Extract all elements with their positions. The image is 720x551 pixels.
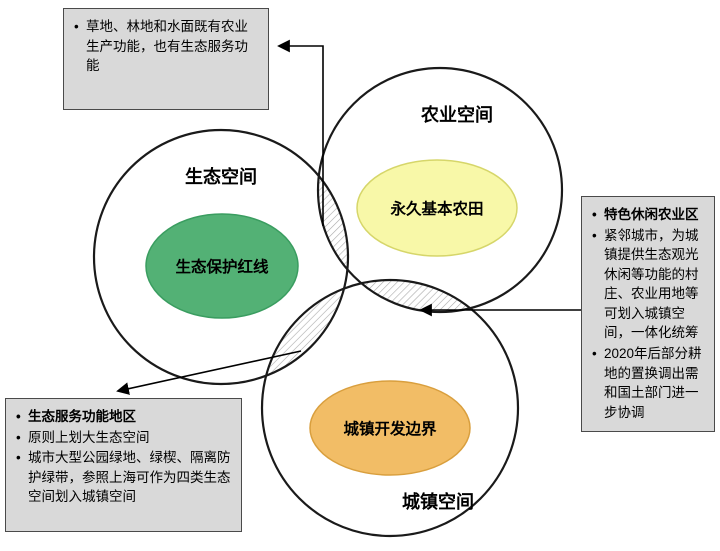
permanent-farmland-ellipse — [356, 159, 518, 257]
callout-item: 2020年后部分耕地的置换调出需和国土部门进一步协调 — [591, 344, 705, 422]
ecological-space-circle — [92, 128, 350, 386]
callout-item: 城市大型公园绿地、绿楔、隔离防护绿带，参照上海可作为四类生态空间划入城镇空间 — [15, 448, 232, 507]
callout-agri-urban-overlap: 特色休闲农业区 紧邻城市，为城镇提供生态观光休闲等功能的村庄、农业用地等可划入城… — [581, 196, 715, 433]
callout-item: 原则上划大生态空间 — [15, 428, 232, 448]
callout-item: 特色休闲农业区 — [591, 205, 705, 225]
agricultural-space-label: 农业空间 — [420, 104, 493, 125]
ecological-space-label: 生态空间 — [185, 166, 257, 187]
arrow-eco-urban-to-bottom-left-callout — [116, 350, 302, 395]
callout-item: 紧邻城市，为城镇提供生态观光休闲等功能的村庄、农业用地等可划入城镇空间，一体化统… — [591, 226, 705, 343]
callout-eco-agri-overlap: 草地、林地和水面既有农业生产功能，也有生态服务功能 — [63, 8, 269, 110]
urban-space-label: 城镇空间 — [402, 491, 474, 512]
callout-list: 特色休闲农业区 紧邻城市，为城镇提供生态观光休闲等功能的村庄、农业用地等可划入城… — [591, 205, 705, 422]
permanent-farmland-label: 永久基本农田 — [389, 199, 483, 218]
eco-redline-ellipse — [145, 213, 299, 319]
callout-item: 草地、林地和水面既有农业生产功能，也有生态服务功能 — [73, 17, 259, 76]
agricultural-space-circle — [316, 66, 564, 314]
urban-dev-boundary-ellipse — [309, 380, 471, 476]
callout-list: 草地、林地和水面既有农业生产功能，也有生态服务功能 — [73, 17, 259, 76]
urban-space-circle — [260, 278, 520, 538]
arrow-eco-agri-to-top-left-callout — [277, 39, 324, 226]
callout-list: 生态服务功能地区 原则上划大生态空间 城市大型公园绿地、绿楔、隔离防护绿带，参照… — [15, 407, 232, 507]
callout-item: 生态服务功能地区 — [15, 407, 232, 427]
urban-dev-boundary-label: 城镇开发边界 — [343, 419, 437, 438]
callout-eco-urban-overlap: 生态服务功能地区 原则上划大生态空间 城市大型公园绿地、绿楔、隔离防护绿带，参照… — [5, 398, 242, 532]
eco-redline-label: 生态保护红线 — [175, 257, 269, 276]
